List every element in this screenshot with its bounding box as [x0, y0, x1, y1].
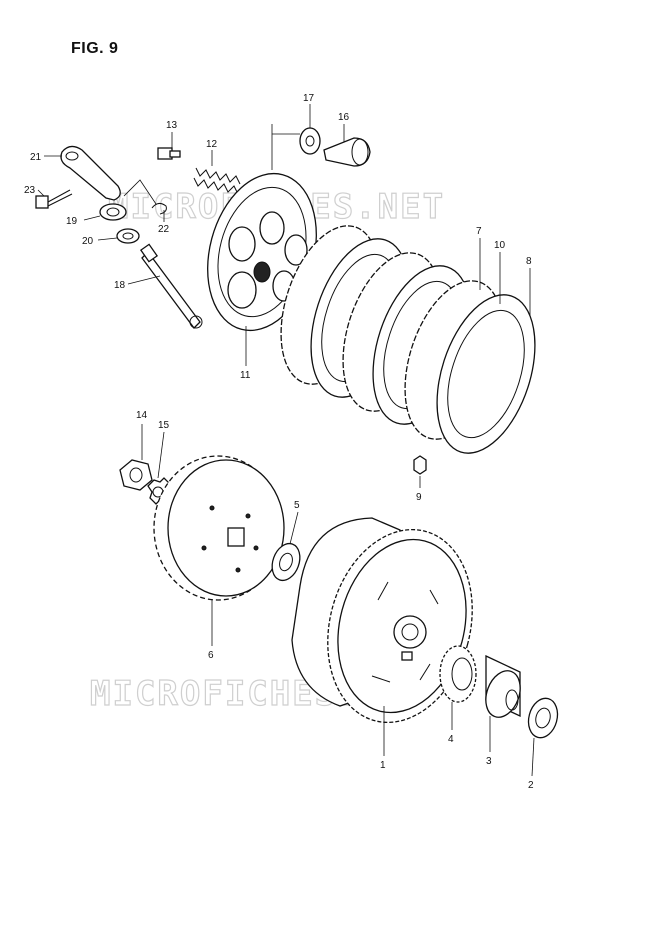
callout-20: 20 — [82, 236, 94, 247]
figure-title: FIG. 9 — [71, 40, 119, 57]
callout-23: 23 — [24, 185, 36, 196]
callout-14: 14 — [136, 410, 148, 421]
leader-lines — [37, 104, 535, 777]
callout-10: 10 — [494, 240, 506, 251]
release-washer — [99, 203, 127, 221]
callout-16: 16 — [338, 112, 350, 123]
callout-22: 22 — [158, 224, 170, 235]
callout-21: 21 — [30, 152, 42, 163]
thrust-washer-2 — [527, 697, 559, 739]
callout-8: 8 — [526, 256, 532, 267]
drive-gear — [153, 455, 285, 601]
callout-4: 4 — [448, 734, 454, 745]
primary-driven-gear — [439, 645, 477, 703]
callout-15: 15 — [158, 420, 170, 431]
release-arm — [60, 145, 121, 201]
pressure-bolt — [157, 147, 181, 160]
callout-17: 17 — [303, 93, 315, 104]
callouts: 21 23 19 20 18 22 13 12 17 16 11 7 10 8 … — [24, 93, 534, 791]
callout-9: 9 — [416, 492, 422, 503]
callout-11: 11 — [240, 370, 251, 381]
release-cap — [323, 137, 371, 167]
callout-7: 7 — [476, 226, 482, 237]
spring-washer — [299, 127, 321, 155]
clutch-plates — [280, 225, 536, 454]
gear-washer — [271, 542, 301, 582]
release-rod — [139, 243, 203, 329]
spacer — [485, 654, 521, 718]
arm-bolt — [35, 189, 73, 209]
clutch-housing — [291, 517, 473, 724]
clutch-spring — [193, 167, 241, 195]
callout-13: 13 — [166, 120, 178, 131]
plate-nut — [413, 455, 427, 475]
hub-nut — [119, 459, 153, 491]
callout-18: 18 — [114, 280, 126, 291]
callout-2: 2 — [528, 780, 534, 791]
callout-3: 3 — [486, 756, 492, 767]
callout-5: 5 — [294, 500, 300, 511]
callout-12: 12 — [206, 139, 218, 150]
callout-19: 19 — [66, 216, 78, 227]
callout-1: 1 — [380, 760, 386, 771]
callout-6: 6 — [208, 650, 214, 661]
thrust-washer — [116, 228, 140, 244]
